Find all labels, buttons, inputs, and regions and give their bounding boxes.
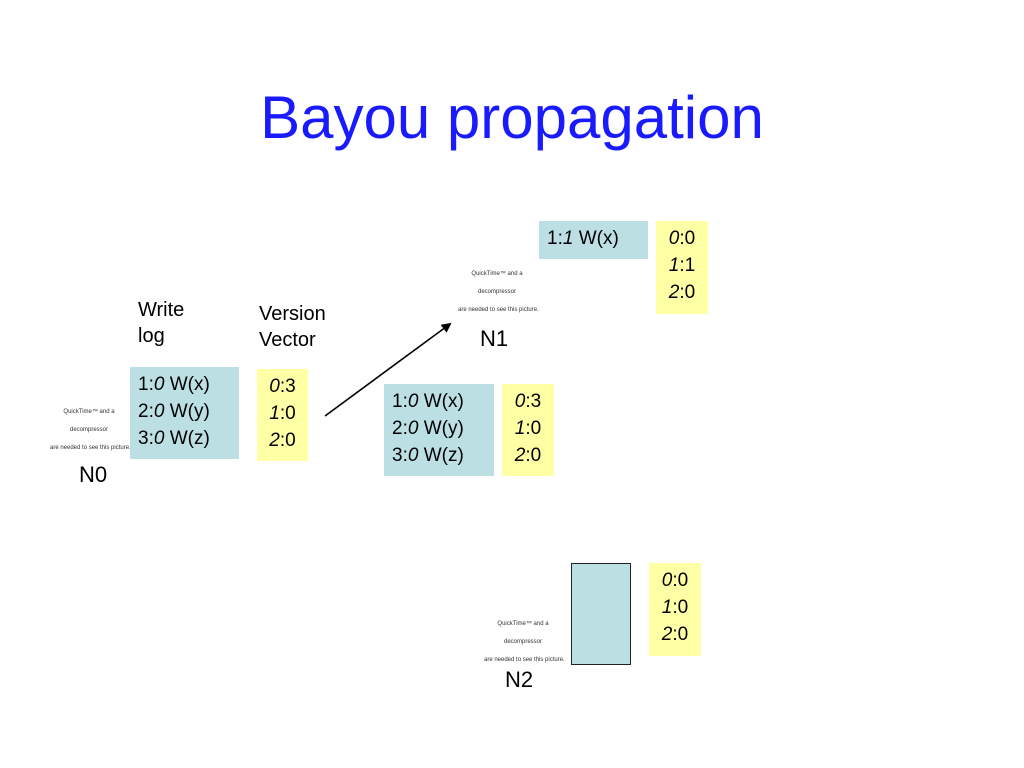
- node-label-n0: N0: [79, 462, 108, 487]
- vector-entry: 0:0: [668, 228, 696, 249]
- write-log-label-line1: Write: [138, 299, 185, 321]
- vector-entry: 1:0: [269, 403, 296, 424]
- placeholder-line: are needed to see this picture.: [484, 657, 565, 663]
- log-entry: 2:0 W(y): [138, 401, 210, 422]
- n1-write-log: 1:1 W(x): [539, 221, 648, 259]
- vector-entry: 0:3: [514, 391, 542, 412]
- write-log-label: Write log: [138, 297, 184, 349]
- vector-entry: 2:0: [668, 282, 696, 303]
- placeholder-line: decompressor: [69, 427, 108, 433]
- n0-image-placeholder: QuickTime™ and a decompressor are needed…: [50, 397, 131, 457]
- slide-title: Bayou propagation: [260, 84, 764, 151]
- n2-image-placeholder: QuickTime™ and a decompressor are needed…: [484, 609, 565, 669]
- n0-version-vector: 0:3 1:0 2:0: [257, 369, 308, 461]
- n2-write-log: [571, 563, 631, 665]
- vector-entry: 2:0: [661, 624, 689, 645]
- placeholder-line: decompressor: [503, 639, 542, 645]
- version-vector-label-line2: Vector: [259, 329, 316, 351]
- n0-write-log: 1:0 W(x) 2:0 W(y) 3:0 W(z): [130, 367, 239, 459]
- placeholder-line: are needed to see this picture.: [458, 307, 539, 313]
- n1-image-placeholder: QuickTime™ and a decompressor are needed…: [458, 259, 539, 319]
- vector-entry: 1:0: [661, 597, 689, 618]
- vector-entry: 0:0: [661, 570, 689, 591]
- arrow-line: [324, 322, 452, 417]
- placeholder-line: QuickTime™ and a: [497, 621, 549, 627]
- log-entry: 3:0 W(z): [392, 445, 464, 466]
- version-vector-label-line1: Version: [259, 303, 326, 325]
- write-log-label-line2: log: [138, 325, 165, 347]
- node-label-n2: N2: [505, 667, 534, 692]
- placeholder-line: QuickTime™ and a: [63, 409, 115, 415]
- vector-entry: 1:0: [514, 418, 542, 439]
- vector-entry: 1:1: [668, 255, 696, 276]
- placeholder-line: are needed to see this picture.: [50, 445, 131, 451]
- vector-entry: 2:0: [514, 445, 542, 466]
- version-vector-label: Version Vector: [259, 301, 326, 353]
- n1-version-vector: 0:0 1:1 2:0: [656, 221, 708, 314]
- log-entry: 1:1 W(x): [547, 228, 619, 249]
- vector-entry: 0:3: [269, 376, 296, 397]
- n2-version-vector: 0:0 1:0 2:0: [649, 563, 701, 656]
- log-entry: 1:0 W(x): [138, 374, 210, 395]
- node-label-n1: N1: [480, 326, 509, 351]
- log-entry: 1:0 W(x): [392, 391, 464, 412]
- placeholder-line: QuickTime™ and a: [471, 271, 523, 277]
- log-entry: 3:0 W(z): [138, 428, 210, 449]
- vector-entry: 2:0: [269, 430, 296, 451]
- propagated-write-log: 1:0 W(x) 2:0 W(y) 3:0 W(z): [384, 384, 494, 476]
- placeholder-line: decompressor: [477, 289, 516, 295]
- propagated-version-vector: 0:3 1:0 2:0: [502, 384, 554, 476]
- log-entry: 2:0 W(y): [392, 418, 464, 439]
